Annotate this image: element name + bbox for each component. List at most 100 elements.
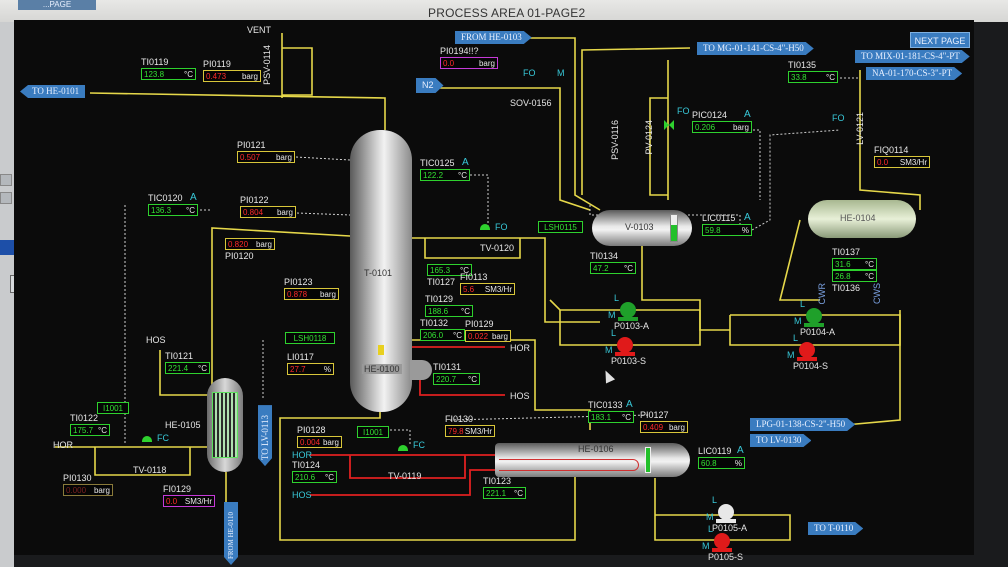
equipment-label: V-0103 [625, 222, 654, 232]
instrument-tag: TI0134 [590, 251, 619, 261]
instrument-tag: FIQ0114 [874, 145, 909, 155]
pipe-overhead [89, 92, 386, 130]
pump-p0105-a[interactable] [716, 504, 736, 523]
control-mode: A [744, 212, 751, 223]
exchanger-he-0105[interactable] [207, 378, 243, 472]
instrument-readout[interactable]: 221.1°C [483, 487, 526, 499]
instrument-readout[interactable]: 220.7°C [433, 373, 480, 385]
instrument-unit: SM3/Hr [899, 157, 927, 167]
equipment-label: HE-0105 [165, 420, 201, 430]
instrument-unit: °C [453, 330, 462, 340]
equipment-label: T-0101 [364, 268, 393, 278]
connector-to-t-0110[interactable]: TO T-0110 [808, 522, 863, 535]
instrument-unit: °C [325, 472, 334, 482]
connector-from-he-0103[interactable]: FROM HE-0103 [455, 31, 532, 44]
connector-to-he-0101[interactable]: TO HE-0101 [20, 85, 86, 98]
instrument-unit: °C [198, 363, 207, 373]
instrument-readout[interactable]: 0.409 barg [640, 421, 688, 433]
instrument-value: 0.022 [468, 331, 489, 341]
instrument-tag: PI0122 [240, 195, 269, 205]
instrument-readout[interactable]: 165.3°C [427, 264, 472, 276]
side-button[interactable] [0, 174, 12, 186]
page-title: PROCESS AREA 01-PAGE2 [428, 6, 586, 20]
side-toolbar [0, 22, 14, 567]
control-valve-tv-0120[interactable] [480, 224, 490, 230]
pump-p0104-a[interactable] [804, 308, 824, 327]
valve-label-pv-0124: PV-0124 [644, 120, 654, 155]
instrument-unit: °C [458, 170, 467, 180]
instrument-readout[interactable]: 31.6°C [832, 258, 877, 270]
instrument-value: 0.004 [300, 437, 321, 447]
pump-local-label: L [793, 333, 799, 343]
connector-n2[interactable]: N2 [416, 78, 444, 93]
instrument-value: 0.804 [243, 207, 264, 217]
control-valve-tv-0119[interactable] [398, 445, 408, 451]
instrument-readout[interactable]: 123.8°C [141, 68, 196, 80]
side-selected-item[interactable] [0, 240, 14, 255]
exchanger-he-0106[interactable] [495, 443, 690, 477]
next-page-button[interactable]: NEXT PAGE [910, 32, 970, 48]
connector-to-lv-0113[interactable]: TO LV-0113 [258, 405, 272, 466]
instrument-readout[interactable]: 210.6°C [292, 471, 337, 483]
hos-label: HOS [146, 335, 166, 345]
control-valve-tv-0118[interactable] [142, 436, 152, 442]
instrument-readout[interactable]: 26.8°C [832, 270, 877, 282]
instrument-readout[interactable]: 206.0°C [420, 329, 465, 341]
previous-page-tab[interactable]: ...PAGE [18, 0, 96, 10]
instrument-readout[interactable]: 221.4°C [165, 362, 210, 374]
connector-from-he-0110[interactable]: FROM HE-0110 [224, 502, 238, 565]
side-button[interactable] [0, 192, 12, 204]
instrument-value: 0.878 [287, 289, 308, 299]
connector-to-mix[interactable]: TO MIX-01-181-CS-4"-PT [855, 50, 970, 63]
instrument-tag: TI0124 [292, 460, 321, 470]
instrument-readout[interactable]: 59.8% [702, 224, 752, 236]
instrument-unit: barg [668, 422, 685, 432]
instrument-tag: TIC0125 [420, 158, 455, 168]
instrument-value: 0.409 [643, 422, 664, 432]
exchanger-he-0104[interactable] [808, 200, 916, 238]
pump-p0104-s[interactable] [797, 342, 817, 361]
control-valve-pv-0124[interactable] [664, 120, 674, 130]
instrument-readout[interactable]: 183.1°C [588, 411, 634, 423]
instrument-readout[interactable]: 60.8% [698, 457, 745, 469]
fail-open-label: FO [495, 222, 508, 232]
instrument-readout[interactable]: 33.8°C [788, 71, 838, 83]
instrument-readout[interactable]: 27.7% [287, 363, 334, 375]
instrument-readout[interactable]: 47.2°C [590, 262, 636, 274]
pump-p0105-s[interactable] [712, 533, 732, 552]
valve-label-psv-0114: PSV-0114 [262, 45, 272, 85]
instrument-tag: PI0121 [237, 140, 266, 150]
connector-na[interactable]: NA-01-170-CS-3"-PT [866, 67, 962, 80]
pump-p0103-s[interactable] [615, 337, 635, 356]
instrument-readout[interactable]: 175.7°C [70, 424, 110, 436]
pump-p0103-a[interactable] [618, 302, 638, 321]
instrument-tag: TI0132 [420, 318, 449, 328]
instrument-tag: PI0129 [465, 319, 494, 329]
pipe-psv-bypass [282, 47, 313, 96]
instrument-tag: FI0113 [460, 272, 488, 282]
instrument-readout[interactable]: 122.2°C [420, 169, 470, 181]
instrument-readout[interactable]: 136.3°C [148, 204, 198, 216]
hos-label: HOS [510, 391, 530, 401]
connector-lpg[interactable]: LPG-01-138-CS-2"-H50 [750, 418, 855, 431]
instrument-value: 183.1 [591, 412, 612, 422]
connector-to-mg[interactable]: TO MG-01-141-CS-4"-H50 [697, 42, 814, 55]
signal-line [751, 129, 841, 231]
connector-to-lv-0130[interactable]: TO LV-0130 [750, 434, 811, 447]
instrument-readout[interactable]: 188.6°C [425, 305, 473, 317]
pipe-tv0118-bypass [94, 447, 191, 476]
